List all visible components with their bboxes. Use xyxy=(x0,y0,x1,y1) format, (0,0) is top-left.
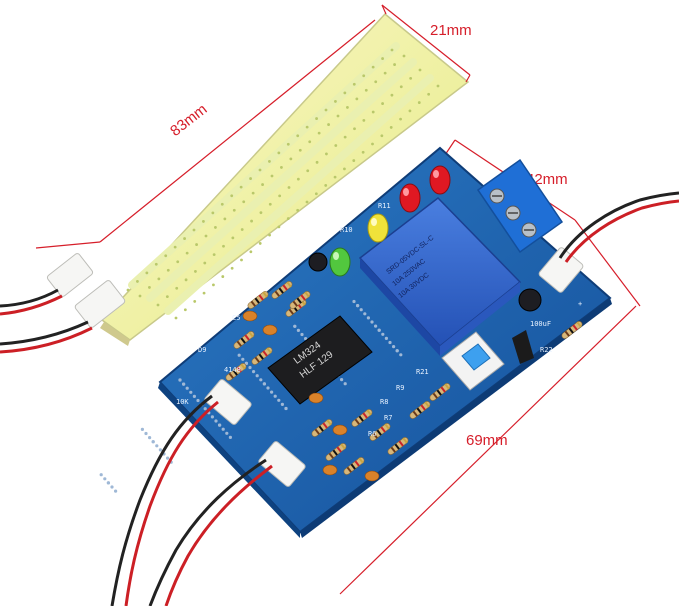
controller-pcb: SRD-05VDC-SL-C 10A 250VAC 10A 30VDC xyxy=(99,146,612,538)
relay: SRD-05VDC-SL-C 10A 250VAC 10A 30VDC xyxy=(358,196,522,356)
silk-100uf: 100uF xyxy=(530,320,551,328)
push-button xyxy=(441,331,505,391)
dim-board-length: 69mm xyxy=(466,432,508,449)
sensor-traces xyxy=(126,48,440,320)
silk-r22: R22 xyxy=(540,346,553,354)
capacitor-small xyxy=(308,252,328,272)
dim-sensor-length: 83mm xyxy=(167,101,210,140)
capacitor-100uf xyxy=(518,288,542,312)
silk-r7: R7 xyxy=(384,414,392,422)
silk-d9: D9 xyxy=(198,346,206,354)
screw-terminal xyxy=(476,158,564,254)
signal-wires xyxy=(110,191,679,606)
silk-plus: + xyxy=(578,300,582,308)
silk-4148: 4148 xyxy=(224,366,241,374)
silk-r8: R8 xyxy=(380,398,388,406)
dim-sensor-width: 21mm xyxy=(430,22,472,39)
silk-r11: R11 xyxy=(378,202,391,210)
board-connectors xyxy=(204,247,584,487)
sensor-connector xyxy=(46,253,126,328)
silk-r9: R9 xyxy=(396,384,404,392)
led-indicators xyxy=(329,165,451,277)
transistor xyxy=(512,330,534,364)
sensor-probe-board xyxy=(0,12,470,354)
silk-r21: R21 xyxy=(416,368,429,376)
resistors xyxy=(225,281,583,475)
silk-r6: R6 xyxy=(368,430,376,438)
silk-c5: C5 xyxy=(232,314,240,322)
silk-r10: R10 xyxy=(340,226,353,234)
silk-10k: 10K xyxy=(176,398,189,406)
ceramic-capacitors xyxy=(242,310,380,482)
